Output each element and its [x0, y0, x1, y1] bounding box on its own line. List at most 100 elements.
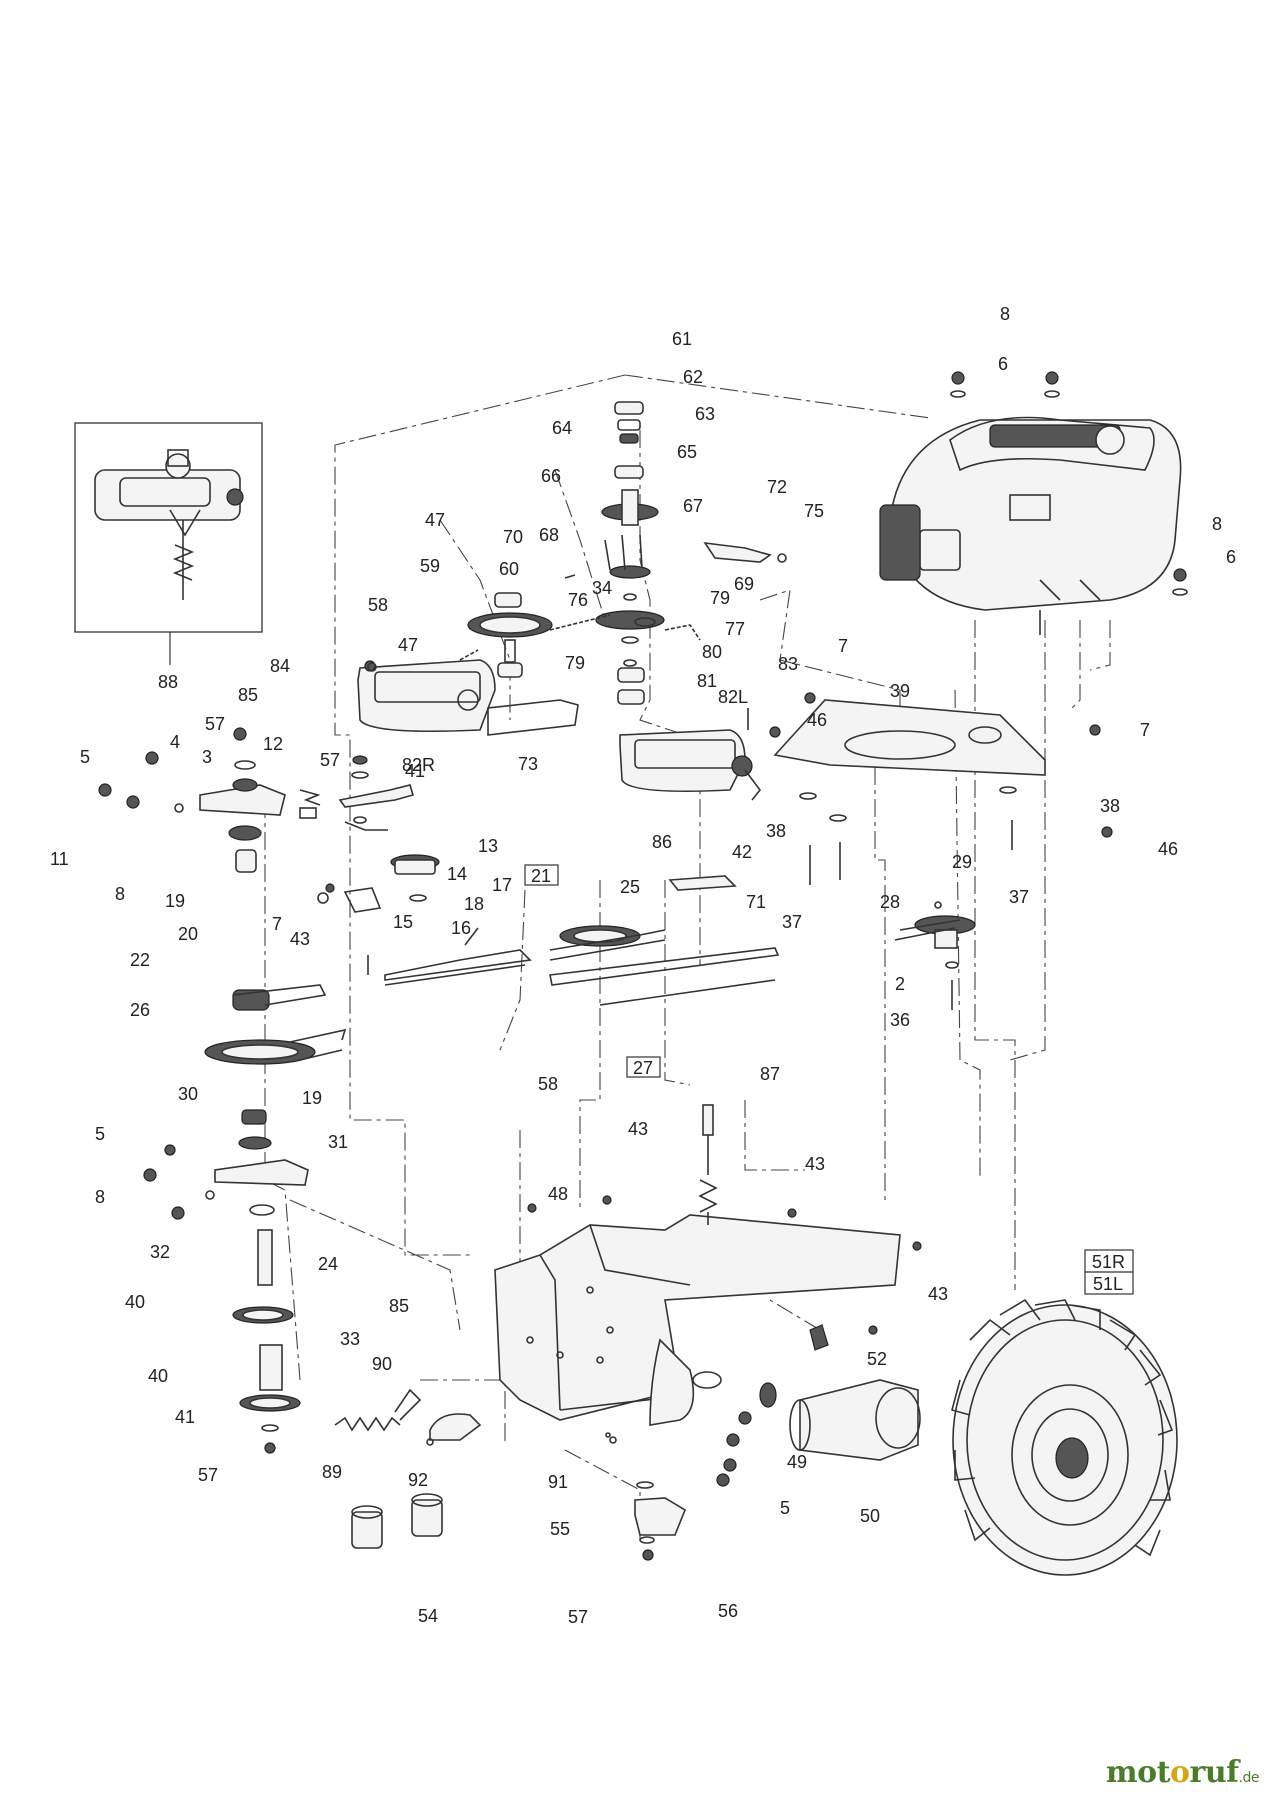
label-43-lower: 43	[928, 1284, 948, 1304]
label-70: 70	[503, 527, 523, 547]
gear-chain-group	[459, 592, 701, 678]
boxed-label-27: 27	[633, 1058, 653, 1078]
label-49: 49	[787, 1452, 807, 1472]
label-72: 72	[767, 477, 787, 497]
label-41-lower: 41	[175, 1407, 195, 1427]
label-7-left: 7	[272, 914, 282, 934]
label-3: 3	[202, 747, 212, 767]
label-37-right: 37	[1009, 887, 1029, 907]
label-57-upper: 57	[205, 714, 225, 734]
left-bracket-lower	[143, 1109, 309, 1454]
label-13: 13	[478, 836, 498, 856]
inset-gearbox-88	[74, 422, 263, 633]
label-48: 48	[548, 1184, 568, 1204]
label-52: 52	[867, 1349, 887, 1369]
label-8-left: 8	[115, 884, 125, 904]
label-43-upper: 43	[290, 929, 310, 949]
engine-fasteners	[950, 371, 1188, 596]
frame-plate-39	[747, 692, 1113, 885]
label-91: 91	[548, 1472, 568, 1492]
label-65: 65	[677, 442, 697, 462]
label-8-top: 8	[1000, 304, 1010, 324]
gear-stack	[595, 401, 665, 705]
label-68: 68	[539, 525, 559, 545]
label-46-right: 46	[1158, 839, 1178, 859]
label-38-left: 38	[766, 821, 786, 841]
label-15: 15	[393, 912, 413, 932]
label-36: 36	[890, 1010, 910, 1030]
label-19-upper: 19	[165, 891, 185, 911]
label-83: 83	[778, 654, 798, 674]
label-50: 50	[860, 1506, 880, 1526]
label-77: 77	[725, 619, 745, 639]
label-58-upper: 58	[368, 595, 388, 615]
label-43-chassis: 43	[628, 1119, 648, 1139]
label-59: 59	[420, 556, 440, 576]
label-67: 67	[683, 496, 703, 516]
label-29: 29	[952, 852, 972, 872]
label-16: 16	[451, 918, 471, 938]
belt-drive-upper	[384, 925, 780, 1006]
logo-tld: .de	[1238, 1770, 1260, 1786]
plate-71	[668, 875, 737, 891]
label-30: 30	[178, 1084, 198, 1104]
label-89: 89	[322, 1462, 342, 1482]
label-12: 12	[263, 734, 283, 754]
boxed-label-51R: 51R	[1092, 1252, 1125, 1272]
label-40-upper: 40	[125, 1292, 145, 1312]
label-40-lower: 40	[148, 1366, 168, 1386]
label-55: 55	[550, 1519, 570, 1539]
label-57-clamp: 57	[568, 1607, 588, 1627]
label-79-upper: 79	[710, 588, 730, 608]
label-76: 76	[568, 590, 588, 610]
chassis-bolts	[609, 1411, 752, 1487]
label-62: 62	[683, 367, 703, 387]
label-54: 54	[418, 1606, 438, 1626]
label-85-lower: 85	[389, 1296, 409, 1316]
label-63: 63	[695, 404, 715, 424]
label-8-right: 8	[1212, 514, 1222, 534]
label-75: 75	[804, 501, 824, 521]
label-5-chassis: 5	[780, 1498, 790, 1518]
logo-part-2: o	[1170, 1755, 1190, 1790]
label-69: 69	[734, 574, 754, 594]
label-47-upper: 47	[425, 510, 445, 530]
label-81: 81	[697, 671, 717, 691]
label-7-right: 7	[1140, 720, 1150, 740]
label-39: 39	[890, 681, 910, 701]
motoruf-logo: motoruf.de	[1106, 1755, 1260, 1790]
boxed-label-51L: 51L	[1093, 1274, 1123, 1294]
label-8-lower: 8	[95, 1187, 105, 1207]
label-82L: 82L	[718, 687, 748, 707]
label-82R: 82R	[402, 755, 435, 775]
label-60: 60	[499, 559, 519, 579]
pulley-29	[894, 901, 976, 1010]
label-6-right: 6	[1226, 547, 1236, 567]
part-number-labels: 61 62 63 64 65 66 67 72 75 47 70 68 59 6…	[50, 304, 1236, 1627]
label-18: 18	[464, 894, 484, 914]
label-90: 90	[372, 1354, 392, 1374]
label-19-lower: 19	[302, 1088, 322, 1108]
label-11: 11	[50, 849, 69, 869]
shift-lever-72	[564, 541, 787, 579]
belt-drive-left	[204, 984, 347, 1065]
label-20: 20	[178, 924, 198, 944]
label-84: 84	[270, 656, 290, 676]
idler-arm	[317, 755, 440, 975]
label-41-upper: 41	[405, 761, 425, 781]
label-38-right: 38	[1100, 796, 1120, 816]
engine	[879, 416, 1182, 635]
label-14: 14	[447, 864, 467, 884]
label-64: 64	[552, 418, 572, 438]
label-80: 80	[702, 642, 722, 662]
label-31: 31	[328, 1132, 348, 1152]
bushings-54	[351, 1493, 443, 1549]
label-22: 22	[130, 950, 150, 970]
label-5-lower: 5	[95, 1124, 105, 1144]
label-37-left: 37	[782, 912, 802, 932]
label-58-lower: 58	[538, 1074, 558, 1094]
boxed-label-21: 21	[531, 866, 551, 886]
label-86: 86	[652, 832, 672, 852]
boxed-labels: 21 27 51R 51L	[524, 864, 1134, 1295]
